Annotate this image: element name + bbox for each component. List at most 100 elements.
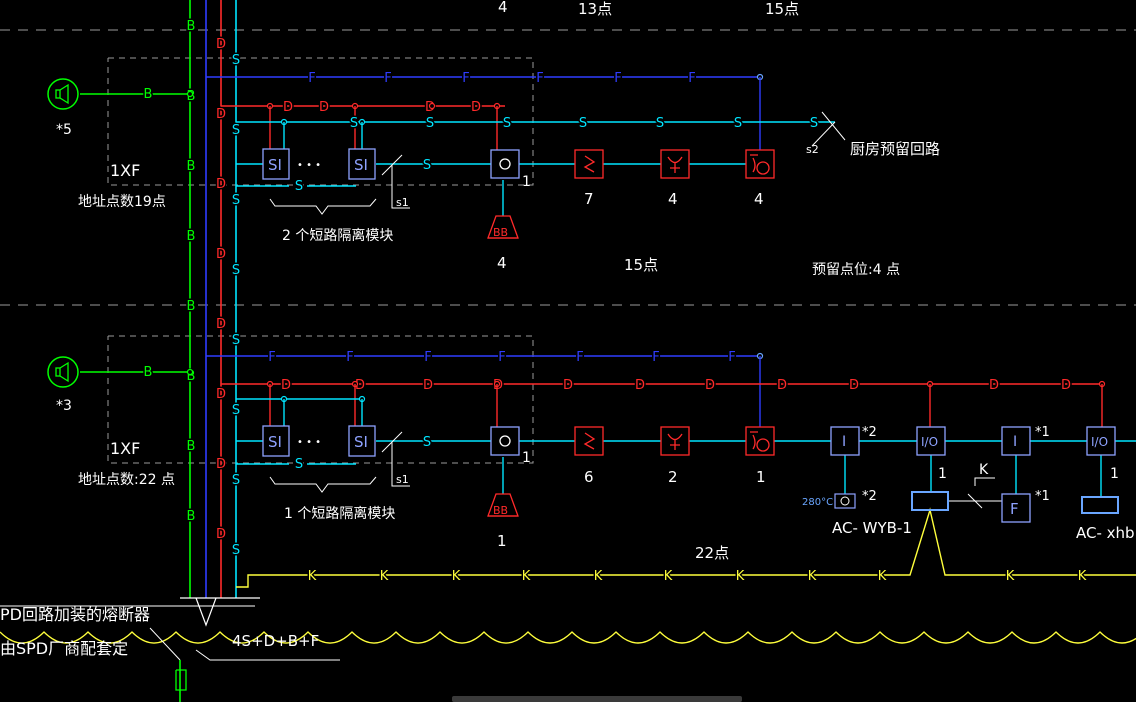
bus-letter: D	[216, 457, 226, 472]
temperature-label: 280°C	[802, 497, 833, 508]
si-dots-2: • • •	[297, 437, 321, 448]
bus-letter: D	[283, 100, 293, 115]
bus-letter: K	[1006, 569, 1015, 584]
bus-letter: F	[462, 71, 469, 86]
bus-letter: F	[728, 350, 735, 365]
heat-detector-icon-1	[660, 149, 690, 179]
sounder-count-2: 1	[497, 532, 507, 550]
bus-letter: B	[187, 229, 196, 244]
manual-alarm-icon-2	[745, 426, 775, 456]
bus-letter: F	[308, 71, 315, 86]
xhb-panel-icon	[1081, 496, 1119, 514]
bus-letter: D	[216, 37, 226, 52]
section-points-2: 22点	[695, 544, 729, 562]
xhb-panel-label: AC- xhb	[1076, 524, 1135, 542]
bus-letter: D	[635, 378, 645, 393]
bus-letter: S	[232, 473, 240, 488]
bus-letter: D	[216, 317, 226, 332]
bus-letter: S	[232, 263, 240, 278]
bus-letter: D	[216, 387, 226, 402]
diagram-labels: 4 13点 15点 *5 1XF 地址点数19点 SI SI • • • 2 个…	[0, 0, 1135, 658]
horizontal-scrollbar[interactable]	[452, 696, 742, 702]
bus-letter: K	[308, 569, 317, 584]
bus-letter: S	[734, 116, 742, 131]
bus-letter: D	[471, 100, 481, 115]
control-module-icon-1	[490, 149, 520, 179]
isolation-note-2: 1 个短路隔离模块	[284, 505, 395, 522]
bus-letter: B	[187, 19, 196, 34]
device-count-2d: 1	[756, 468, 766, 486]
device-count-2b: 6	[584, 468, 594, 486]
wire-31	[269, 198, 377, 215]
bus-letter: B	[144, 87, 153, 102]
io-module-label-1: I/O	[921, 435, 938, 449]
k-branch-label: K	[979, 462, 989, 478]
si-label-1b: SI	[354, 156, 368, 174]
io-module-label-2: I/O	[1091, 435, 1108, 449]
bus-letter: K	[808, 569, 817, 584]
bus-letter: D	[281, 378, 291, 393]
multiplier-1a: *1	[1035, 425, 1050, 440]
bus-letter: D	[563, 378, 573, 393]
reserved-branch-label: s2	[806, 143, 819, 156]
bus-letter: D	[705, 378, 715, 393]
bus-letter: F	[384, 71, 391, 86]
heat-detector-icon-2	[660, 426, 690, 456]
kitchen-reserved-label: 厨房预留回路	[850, 140, 940, 158]
spd-fuse-note: PD回路加装的熔断器	[0, 605, 150, 624]
s-branch-2: s1	[396, 473, 409, 486]
bus-letter: D	[849, 378, 859, 393]
bus-letter: K	[1078, 569, 1087, 584]
wire-2	[107, 57, 534, 186]
bus-letter: F	[652, 350, 659, 365]
bus-letter: D	[216, 177, 226, 192]
wire-71	[195, 649, 340, 661]
device-count-2a: 1	[522, 450, 531, 466]
bus-letter: D	[777, 378, 787, 393]
io-count-2: 1	[1110, 466, 1119, 482]
wire-56	[391, 442, 410, 487]
wire-73	[175, 669, 187, 691]
si-label-2b: SI	[354, 433, 368, 451]
bus-letter: D	[423, 378, 433, 393]
bus-letter: S	[232, 193, 240, 208]
bus-letter: S	[810, 116, 818, 131]
panel-label-1: 1XF	[110, 161, 140, 180]
break-line	[0, 631, 1136, 644]
si-dots-1: • • •	[297, 160, 321, 171]
bus-letter: S	[232, 403, 240, 418]
address-count-1: 地址点数19点	[78, 194, 166, 210]
bus-letter: S	[232, 53, 240, 68]
bus-letter: B	[187, 439, 196, 454]
bus-letter: S	[656, 116, 664, 131]
device-count-1d: 4	[754, 190, 764, 208]
top-points-15: 15点	[765, 0, 799, 18]
bus-letter: S	[423, 158, 431, 173]
multiplier-2a: *2	[862, 425, 877, 440]
top-points-13: 13点	[578, 0, 612, 18]
wire-67	[967, 493, 983, 509]
bus-letter: B	[144, 365, 153, 380]
junction-dot	[186, 90, 194, 98]
bus-letter: B	[187, 159, 196, 174]
bus-letter: K	[380, 569, 389, 584]
panel-label-2: 1XF	[110, 439, 140, 458]
address-count-2: 地址点数:22 点	[78, 472, 175, 488]
bus-letter: S	[579, 116, 587, 131]
wyb-panel-icon	[911, 491, 949, 511]
bus-letter: K	[664, 569, 673, 584]
bus-letter: B	[187, 369, 196, 384]
bus-letter: D	[355, 378, 365, 393]
sounder-text-1: BB	[493, 226, 508, 239]
bus-letter: S	[295, 457, 303, 472]
multiplier-1b: *1	[1035, 489, 1050, 504]
speaker-count-2: *3	[56, 398, 72, 414]
bus-letter: S	[423, 435, 431, 450]
bus-letter: F	[576, 350, 583, 365]
bus-letter: F	[688, 71, 695, 86]
bus-letter: K	[594, 569, 603, 584]
isolation-note-1: 2 个短路隔离模块	[282, 227, 393, 244]
si-label-2a: SI	[268, 433, 282, 451]
si-label-1a: SI	[268, 156, 282, 174]
